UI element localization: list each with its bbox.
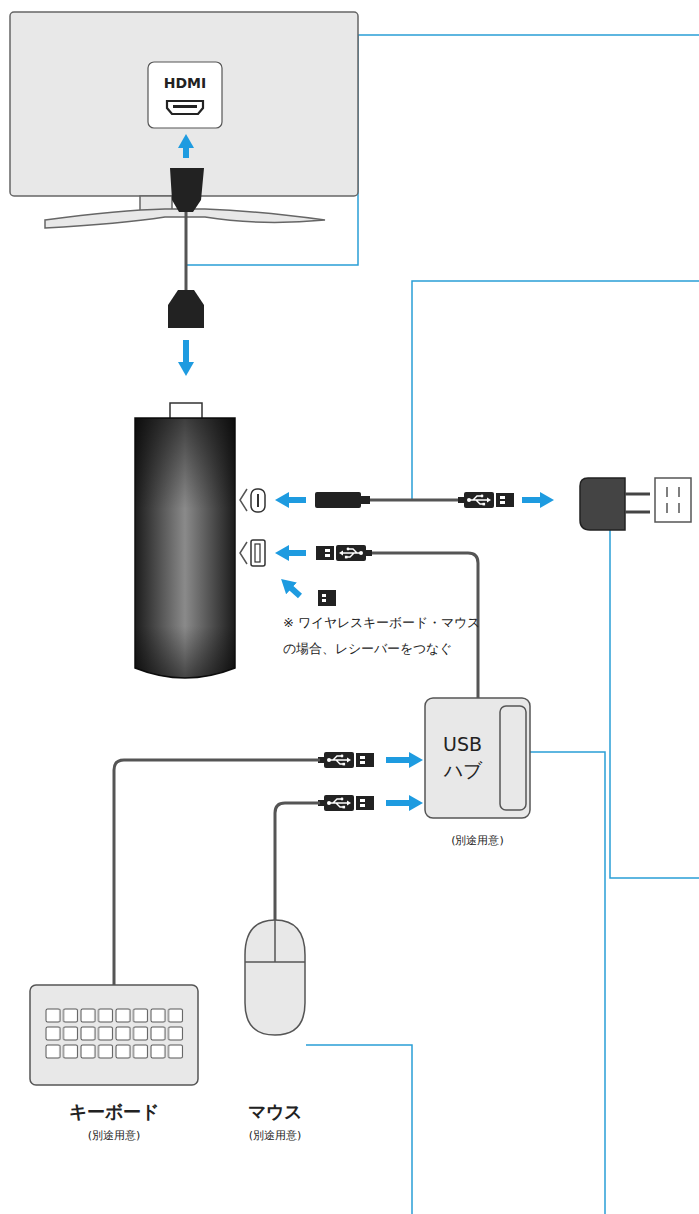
- note-text: (別途用意): [205, 1129, 345, 1143]
- usb-plugs: [318, 752, 374, 811]
- usb-cable: [275, 803, 411, 920]
- device-label: キーボード: [19, 1100, 209, 1123]
- hdmi-port-box: HDMI: [148, 62, 222, 128]
- port-label: HDMI: [148, 74, 222, 92]
- television: [10, 12, 358, 228]
- mouse-device: マウス(別途用意): [225, 920, 325, 1035]
- keyboard-device: キーボード(別途用意): [30, 985, 198, 1085]
- hdmi-cable: [168, 146, 204, 364]
- keyboard: [30, 985, 198, 1085]
- mouse: [245, 920, 305, 1035]
- usb-hub-box: USB ハブ(別途用意): [425, 698, 530, 818]
- device-label: マウス: [205, 1100, 345, 1123]
- note-text: ※ ワイヤレスキーボード・マウス の場合、レシーバーをつなぐ: [283, 610, 511, 662]
- note-text: (別途用意): [19, 1129, 209, 1143]
- stick-pc: [135, 403, 265, 678]
- leader-lines: [187, 35, 699, 1214]
- usb-cable: [114, 760, 411, 985]
- hub-label: USB ハブ: [425, 732, 500, 783]
- power-cable: [287, 478, 691, 530]
- note-text: (別途用意): [410, 834, 545, 848]
- usb-hub: [425, 698, 530, 818]
